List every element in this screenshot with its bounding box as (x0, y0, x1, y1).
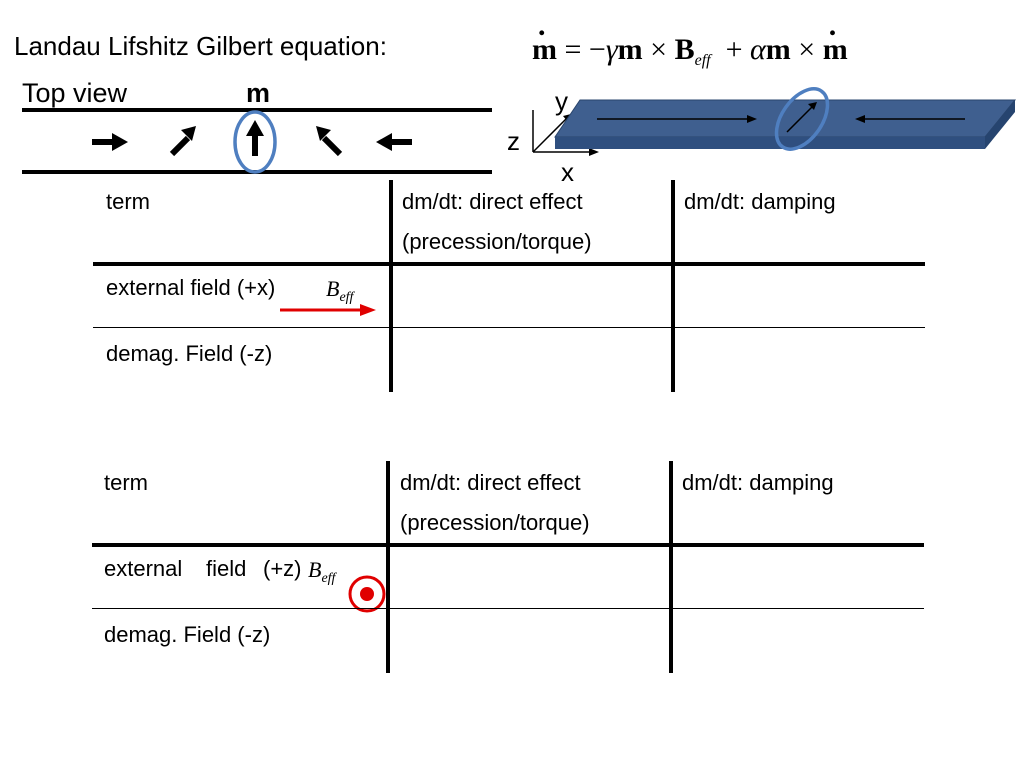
up-arrow-icon (246, 120, 264, 156)
axis-z-label: z (507, 126, 520, 156)
table1-row-divider (93, 327, 925, 328)
axes-icon (532, 110, 599, 156)
m-dot-lhs: m (532, 9, 557, 67)
table2-row1-label-b: field (206, 556, 247, 581)
table1-header-divider (93, 262, 925, 266)
strip-left-arrow-icon (855, 115, 965, 123)
strip-highlight-ellipse (774, 87, 830, 151)
table1-header-direct-sub: (precession/torque) (402, 229, 592, 254)
table1-header-damping: dm/dt: damping (684, 189, 836, 214)
table2-row2-label: demag. Field (-z) (104, 622, 271, 647)
table1-header-direct: dm/dt: direct effect (402, 189, 583, 214)
strip-diagonal-arrow-icon (786, 102, 817, 133)
table2-row1-label-a: external (104, 556, 183, 581)
table2-row-divider (92, 608, 924, 609)
b-eff-subscript: eff (694, 52, 711, 69)
table2-header-direct: dm/dt: direct effect (400, 470, 581, 495)
alpha-symbol: α (750, 33, 766, 66)
b-vector: B (674, 33, 695, 66)
table2-col-divider-2 (669, 461, 673, 673)
table2-beff-symbol: Beff (308, 557, 336, 586)
table1-col-divider-1 (389, 180, 393, 392)
m-vector-1: m (617, 33, 643, 66)
top-view-diagram (22, 108, 492, 174)
llg-equation: m = −γm × Beff + αm × m (532, 9, 848, 70)
table2-header-damping: dm/dt: damping (682, 470, 834, 495)
strip-side-face (985, 100, 1015, 149)
table1-beff-symbol: Beff (326, 276, 354, 305)
table2-header-direct-sub: (precession/torque) (400, 510, 590, 535)
table2-header-divider (92, 543, 924, 547)
eq-sign: = (564, 33, 582, 66)
gamma-symbol: γ (605, 33, 618, 66)
axis-y-label: y (555, 86, 568, 116)
right-arrow-icon (92, 133, 128, 151)
axis-x-label: x (561, 157, 574, 187)
left-arrow-icon (376, 133, 412, 151)
plus-sign: + (725, 33, 743, 66)
table1-row2-label: demag. Field (-z) (106, 341, 273, 366)
out-of-plane-dot-icon (348, 575, 386, 613)
m-vector-2: m (765, 33, 791, 66)
highlight-ellipse-m (233, 110, 277, 174)
table1-col-divider-2 (671, 180, 675, 392)
cross-sign-2: × (798, 33, 816, 66)
table2-col-divider-1 (386, 461, 390, 673)
m-label: m (246, 78, 271, 108)
up-right-arrow-icon (169, 126, 196, 157)
up-left-arrow-icon (316, 126, 343, 157)
red-right-arrow-icon (280, 304, 376, 316)
strip-3d-diagram (532, 87, 1017, 156)
table1-header-term: term (106, 189, 150, 214)
table1-row1-label: external field (+x) (106, 275, 276, 300)
table2-row1-label-c: (+z) (263, 556, 302, 581)
cross-sign-1: × (650, 33, 668, 66)
strip-right-arrow-icon (597, 115, 757, 123)
top-view-label: Top view (22, 78, 128, 108)
strip-front-face (555, 137, 985, 149)
page-title: Landau Lifshitz Gilbert equation: (14, 31, 387, 61)
minus-sign: − (588, 33, 606, 66)
table2-header-term: term (104, 470, 148, 495)
m-dot-rhs: m (823, 9, 848, 67)
